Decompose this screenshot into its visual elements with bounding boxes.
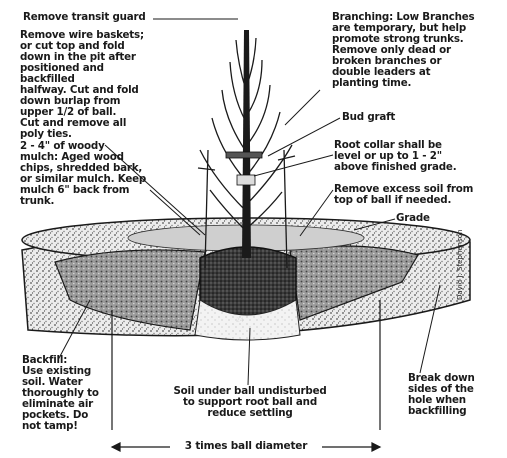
label-backfill: Backfill: Use existing soil. Water thoro… [22, 355, 117, 432]
artist-signature: David J. Stephenson [456, 230, 464, 300]
label-root-collar: Root collar shall be level or up to 1 - … [334, 140, 484, 173]
label-transit-guard: Remove transit guard [23, 12, 146, 23]
label-soil-under-ball: Soil under ball undisturbed to support r… [150, 386, 350, 419]
label-dimension: 3 times ball diameter [168, 441, 324, 452]
label-grade: Grade [396, 213, 430, 224]
transit-guard-mark [237, 175, 255, 185]
label-mulch: 2 - 4" of woody mulch: Aged wood chips, … [20, 141, 160, 207]
label-break-down: Break down sides of the hole when backfi… [408, 373, 503, 417]
bud-graft-mark [226, 152, 262, 158]
label-wire-baskets: Remove wire baskets; or cut top and fold… [20, 30, 160, 140]
root-ball-tag: 24 [236, 317, 244, 324]
label-branching: Branching: Low Branches are temporary, b… [332, 12, 502, 89]
tree-trunk [242, 30, 251, 258]
label-bud-graft: Bud graft [342, 112, 395, 123]
label-excess-soil: Remove excess soil from top of ball if n… [334, 184, 504, 206]
